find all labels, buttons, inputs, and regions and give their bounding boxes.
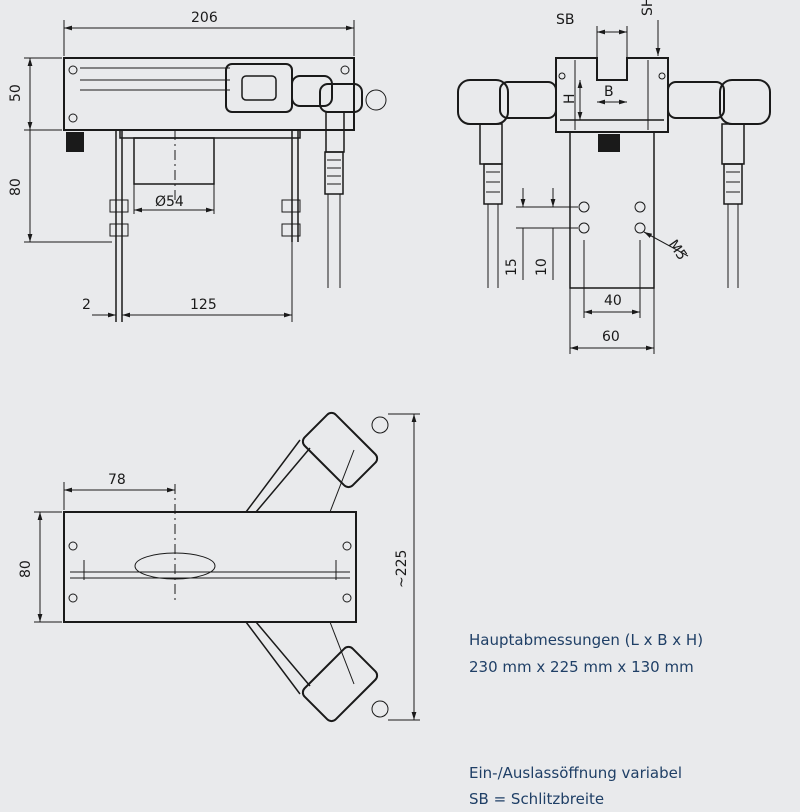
fitting-icon	[291, 75, 333, 107]
screw-icon	[68, 541, 78, 551]
dim-height-lower: 80	[8, 178, 24, 196]
front-body	[63, 57, 355, 131]
dim-offset: 2	[82, 297, 91, 313]
label-sh: SH	[640, 0, 656, 16]
right-fitting-icon	[719, 79, 771, 125]
main-dimensions-value: 230 mm x 225 mm x 130 mm	[469, 658, 694, 676]
screw-icon	[340, 65, 350, 75]
opening-sb: SB = Schlitzbreite	[469, 790, 605, 808]
outlet-pipe	[133, 137, 215, 185]
screw-icon	[68, 65, 78, 75]
clamp-icon	[225, 63, 293, 113]
label-h: H	[562, 93, 578, 104]
screw-icon	[342, 593, 352, 603]
mounting-hole-icon	[578, 201, 590, 213]
port-icon	[598, 134, 620, 152]
dim-10: 10	[534, 258, 550, 276]
dim-diameter: Ø54	[155, 194, 184, 210]
dim-40: 40	[604, 293, 622, 309]
screw-icon	[68, 113, 78, 123]
label-b: B	[604, 84, 614, 100]
top-body	[63, 511, 357, 623]
dim-span: 125	[190, 297, 217, 313]
dim-height-top: 50	[8, 84, 24, 102]
lower-fitting-icon	[301, 645, 379, 723]
dim-78: 78	[108, 472, 126, 488]
upper-fitting-icon	[301, 411, 379, 489]
dim-15: 15	[504, 258, 520, 276]
cable-connector-icon	[324, 151, 344, 195]
thread-m5: M5	[665, 237, 690, 263]
screw-icon	[68, 593, 78, 603]
mounting-hole-icon	[634, 201, 646, 213]
opening-title: Ein-/Auslassöffnung variabel	[469, 764, 683, 782]
label-sb: SB	[556, 12, 575, 28]
port-icon	[66, 132, 84, 152]
front-view: 206 50 80 Ø54 2 125	[8, 10, 387, 322]
mounting-hole-icon	[578, 222, 590, 234]
main-dimensions-title: Hauptabmessungen (L x B x H)	[469, 631, 704, 649]
mounting-hole-icon	[634, 222, 646, 234]
dim-width: 206	[191, 10, 218, 26]
dim-60: 60	[602, 329, 620, 345]
top-view: 78 80 ~225	[18, 411, 420, 723]
dim-225: ~225	[394, 550, 410, 588]
dim-80: 80	[18, 560, 34, 578]
screw-icon	[342, 541, 352, 551]
mounting-plate	[569, 131, 655, 289]
side-view: SB SH H B 15 10 40 60 M5	[457, 0, 771, 354]
